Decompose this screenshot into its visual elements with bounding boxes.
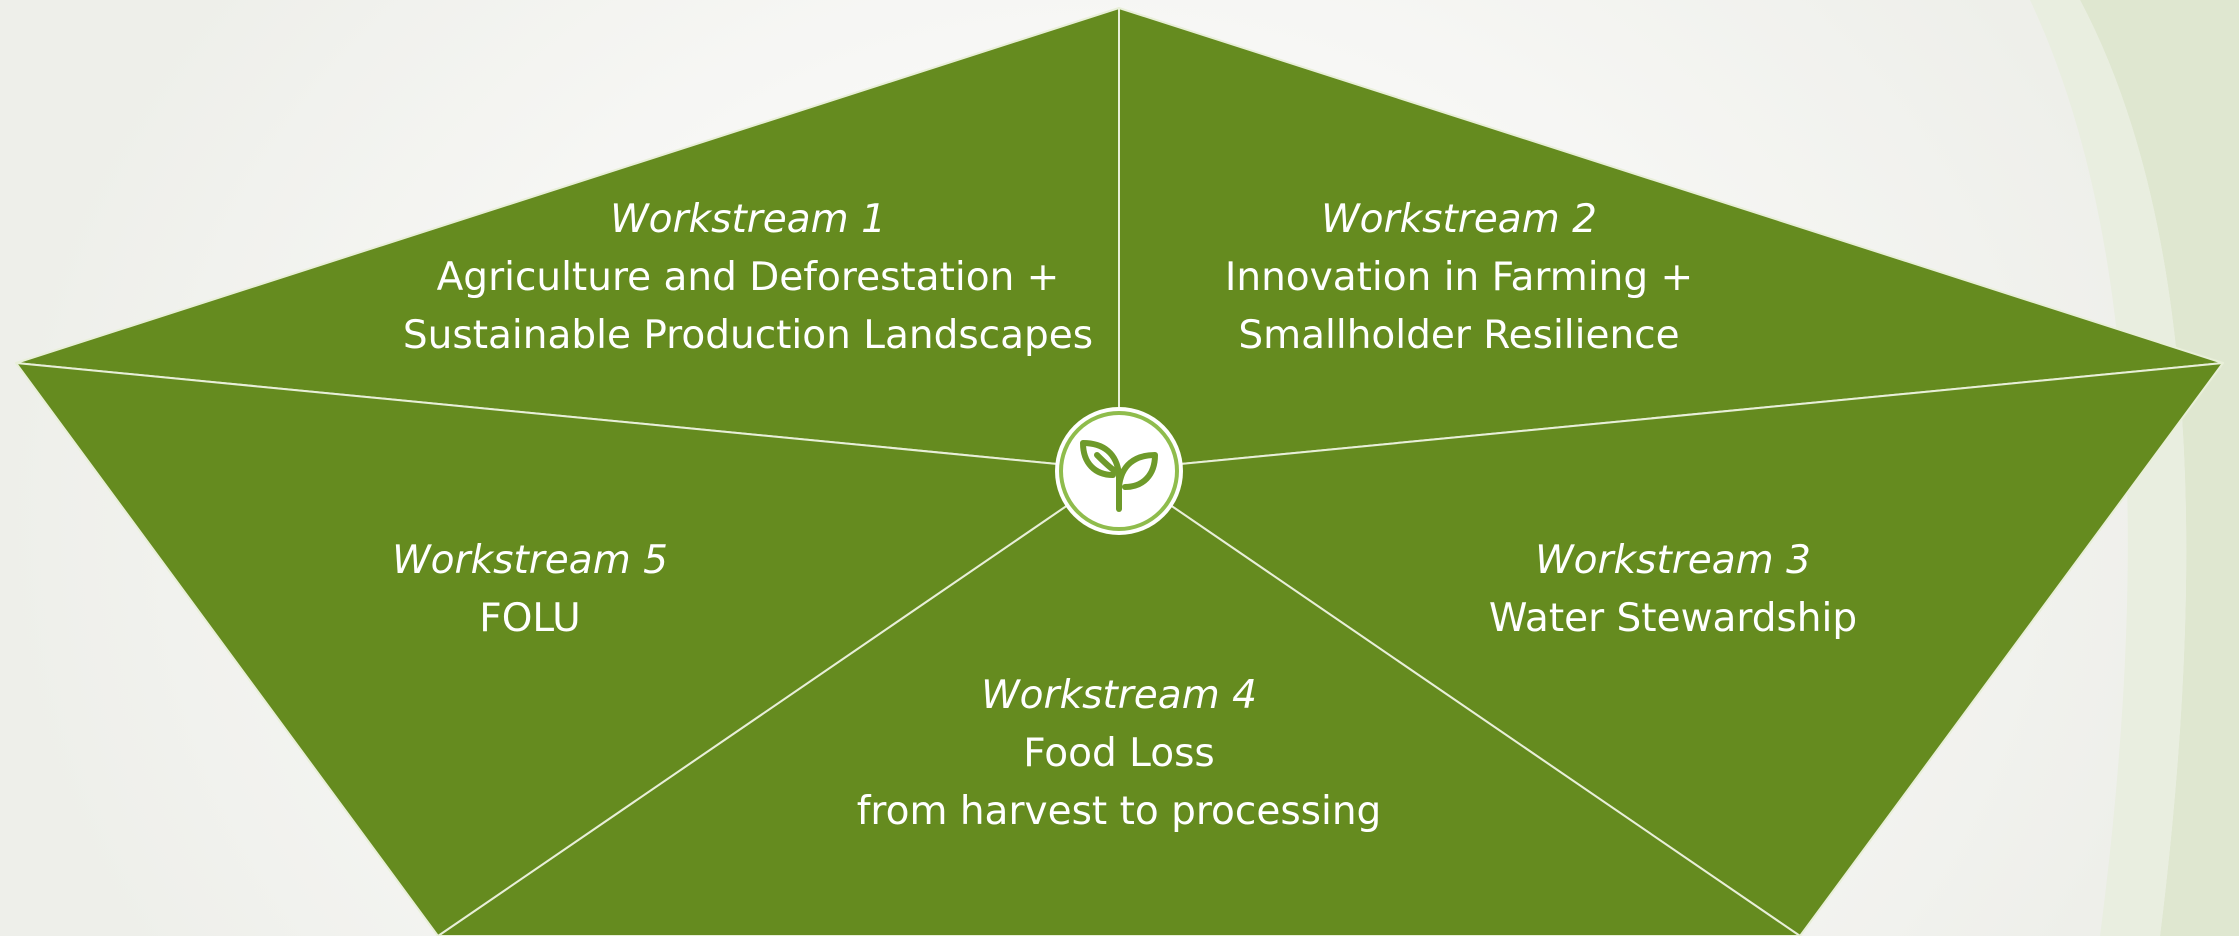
workstream-3-title: Workstream 3 [1535, 538, 1811, 583]
workstream-4-line-1: Food Loss [1023, 731, 1215, 776]
workstream-4-title: Workstream 4 [981, 673, 1257, 718]
workstream-3-label: Workstream 3 Water Stewardship [1489, 532, 1857, 648]
workstream-5-line-1: FOLU [479, 596, 581, 641]
workstream-1-title: Workstream 1 [610, 197, 886, 242]
workstream-2-line-2: Smallholder Resilience [1238, 313, 1680, 358]
workstream-2-title: Workstream 2 [1321, 197, 1597, 242]
sprout-icon [1080, 440, 1158, 512]
hub-badge [1055, 407, 1183, 535]
workstream-1-line-2: Sustainable Production Landscapes [402, 313, 1094, 358]
segment-workstream-5[interactable] [15, 362, 1120, 936]
workstream-2-label: Workstream 2 Innovation in Farming + Sma… [1225, 191, 1693, 365]
workstream-1-line-1: Agriculture and Deforestation + [436, 255, 1060, 300]
workstream-1-label: Workstream 1 Agriculture and Deforestati… [403, 191, 1093, 365]
workstream-4-label: Workstream 4 Food Loss from harvest to p… [857, 667, 1382, 841]
workstream-2-line-1: Innovation in Farming + [1224, 255, 1694, 300]
workstream-5-label: Workstream 5 FOLU [392, 532, 668, 648]
workstream-3-line-1: Water Stewardship [1488, 596, 1858, 641]
workstream-5-title: Workstream 5 [392, 538, 668, 583]
workstream-4-line-2: from harvest to processing [856, 789, 1382, 834]
